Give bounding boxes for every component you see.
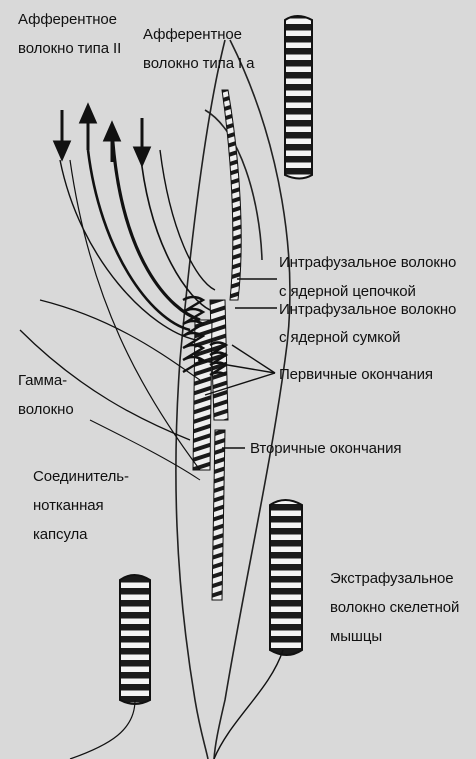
label-intrafusal-bag: Интрафузальное волокно с ядерной сумкой bbox=[279, 296, 474, 352]
extrafusal-fiber-left bbox=[70, 575, 150, 759]
arrow-up-2 bbox=[105, 124, 119, 162]
extrafusal-fiber-right bbox=[214, 500, 302, 759]
label-gamma-fiber: Гамма- волокно bbox=[18, 366, 108, 424]
arrow-down-2 bbox=[135, 118, 149, 164]
arrow-down-1 bbox=[55, 110, 69, 158]
intrafusal-fibers bbox=[193, 90, 241, 600]
arrow-up-1 bbox=[81, 106, 95, 150]
label-extrafusal-fiber: Экстрафузальное волокно скелетной мышцы bbox=[330, 564, 475, 651]
label-secondary-endings: Вторичные окончания bbox=[250, 434, 450, 463]
label-connective-capsule: Соединитель- нотканная капсула bbox=[33, 462, 153, 549]
label-afferent-type-ia: Афферентное волокно типа I а bbox=[143, 20, 293, 78]
label-primary-endings: Первичные окончания bbox=[279, 360, 474, 389]
